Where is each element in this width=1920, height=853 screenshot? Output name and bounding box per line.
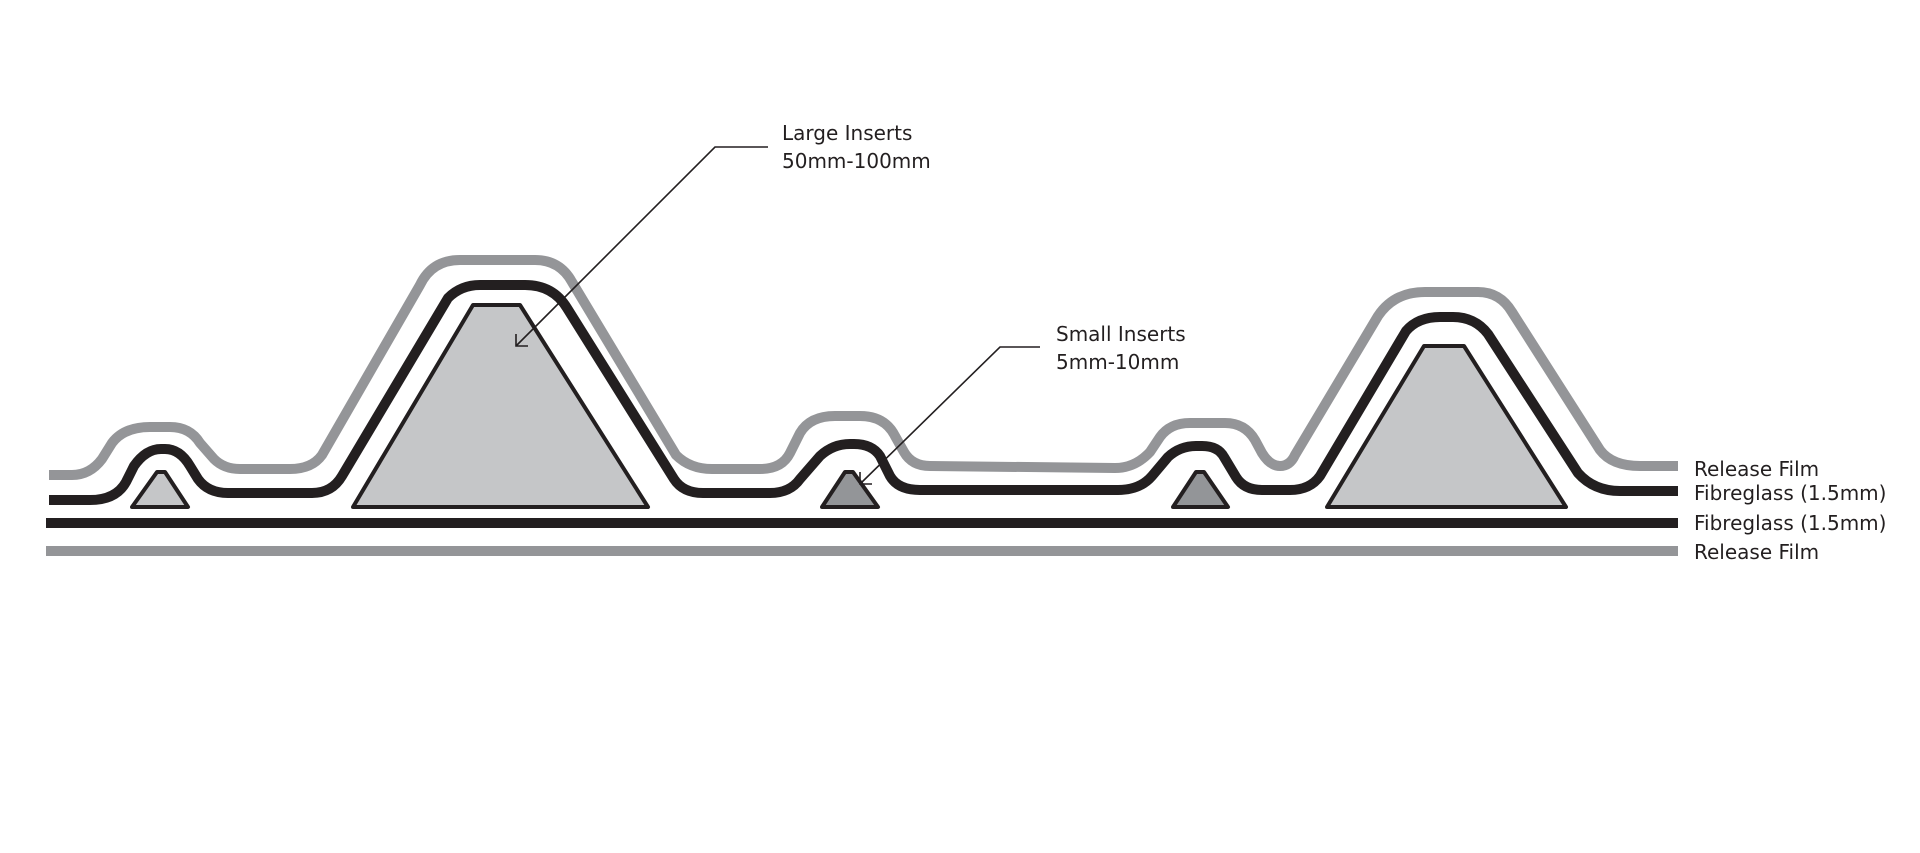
large-inserts-label: Large Inserts [782,121,912,145]
large-inserts-leader-line [515,146,768,347]
small-inserts-size-label: 5mm-10mm [1056,350,1179,374]
small-insert-1 [130,470,190,509]
large-insert-2 [1325,344,1568,509]
small-insert-3 [1171,470,1230,509]
fibreglass-top-label: Fibreglass (1.5mm) [1694,481,1886,505]
small-inserts-arrowhead [859,472,872,485]
small-inserts-leader-line [859,346,1040,485]
fibreglass-top-layer [49,280,1678,505]
small-insert-2 [820,470,880,509]
large-inserts-size-label: 50mm-100mm [782,149,931,173]
fibreglass-bottom-label: Fibreglass (1.5mm) [1694,511,1886,535]
large-inserts-arrowhead [515,334,528,347]
small-inserts-label: Small Inserts [1056,322,1186,346]
release-film-top-layer [49,255,1678,480]
large-insert-1 [351,303,650,509]
release-film-bottom-label: Release Film [1694,540,1819,564]
release-film-top-label: Release Film [1694,457,1819,481]
